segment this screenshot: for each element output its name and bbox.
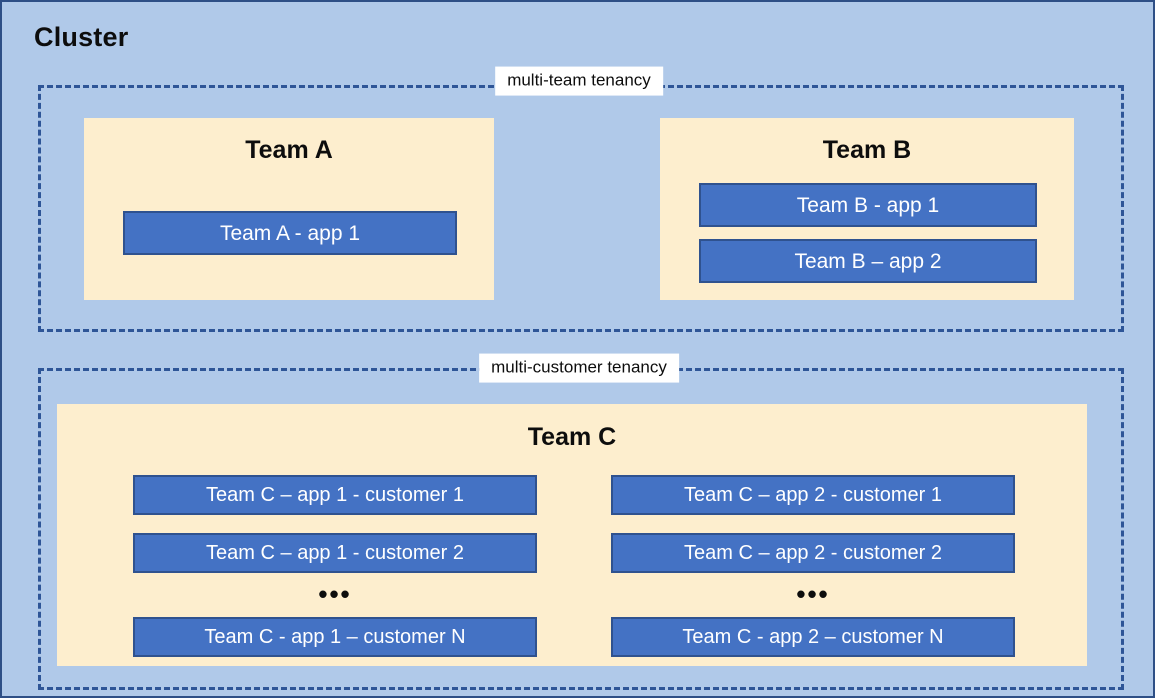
app-box-team-b-app-1[interactable]: Team B - app 1 xyxy=(699,183,1037,227)
ellipsis-team-c-app-1: ••• xyxy=(318,579,352,609)
ellipsis-team-c-app-2: ••• xyxy=(796,579,830,609)
team-panel-a: Team A Team A - app 1 xyxy=(84,118,494,300)
team-b-title: Team B xyxy=(822,136,912,164)
team-a-title: Team A xyxy=(245,136,333,164)
team-panel-b: Team B Team B - app 1 Team B – app 2 xyxy=(660,118,1074,300)
app-box-team-c-app-1-customer-1[interactable]: Team C – app 1 - customer 1 xyxy=(133,475,537,515)
team-c-title: Team C xyxy=(527,423,617,451)
app-box-team-b-app-2[interactable]: Team B – app 2 xyxy=(699,239,1037,283)
app-box-team-a-app-1[interactable]: Team A - app 1 xyxy=(123,211,457,255)
app-box-team-c-app-1-customer-n[interactable]: Team C - app 1 – customer N xyxy=(133,617,537,657)
tenancy-label-multi-customer: multi-customer tenancy xyxy=(479,353,679,383)
tenancy-label-multi-team: multi-team tenancy xyxy=(495,66,663,96)
app-box-team-c-app-1-customer-2[interactable]: Team C – app 1 - customer 2 xyxy=(133,533,537,573)
app-box-team-c-app-2-customer-n[interactable]: Team C - app 2 – customer N xyxy=(611,617,1015,657)
app-box-team-c-app-2-customer-2[interactable]: Team C – app 2 - customer 2 xyxy=(611,533,1015,573)
page-title: Cluster xyxy=(34,22,129,52)
team-panel-c: Team C Team C – app 1 - customer 1 Team … xyxy=(57,404,1087,666)
app-box-team-c-app-2-customer-1[interactable]: Team C – app 2 - customer 1 xyxy=(611,475,1015,515)
